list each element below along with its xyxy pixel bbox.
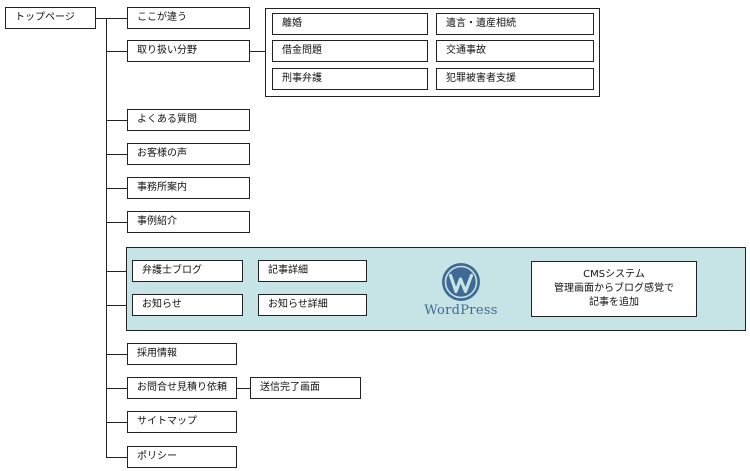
node-news-detail[interactable]: お知らせ詳細 xyxy=(258,294,367,316)
connector-contact xyxy=(106,388,127,389)
node-sitemap[interactable]: サイトマップ xyxy=(127,411,237,433)
area-item[interactable]: 借金問題 xyxy=(272,40,428,62)
connector-faq xyxy=(106,120,127,121)
cms-note: CMSシステム 管理画面からブログ感覚で 記事を追加 xyxy=(531,261,697,317)
connector-policy xyxy=(106,457,127,458)
connector-news xyxy=(106,305,132,306)
node-office[interactable]: 事務所案内 xyxy=(127,177,250,199)
node-contact-complete[interactable]: 送信完了画面 xyxy=(250,377,361,399)
connector-recruit xyxy=(106,354,127,355)
wordpress-wordmark: WordPress xyxy=(424,303,498,318)
area-item[interactable]: 遺言・遺産相続 xyxy=(436,13,594,35)
connector-contact-complete xyxy=(237,388,250,389)
node-practice-areas[interactable]: 取り扱い分野 xyxy=(127,40,250,62)
wordpress-logo: WordPress xyxy=(413,262,509,318)
node-faq[interactable]: よくある質問 xyxy=(127,109,250,131)
connector-root xyxy=(96,18,127,19)
cms-note-line: CMSシステム xyxy=(583,269,645,280)
connector-cases xyxy=(106,222,127,223)
cms-note-line: 記事を追加 xyxy=(589,297,639,308)
node-policy[interactable]: ポリシー xyxy=(127,446,237,468)
connector-blog xyxy=(106,271,132,272)
connector-office xyxy=(106,188,127,189)
node-difference[interactable]: ここが違う xyxy=(127,7,250,29)
connector-testimonials xyxy=(106,154,127,155)
cms-note-line: 管理画面からブログ感覚で xyxy=(554,283,674,294)
node-recruit[interactable]: 採用情報 xyxy=(127,343,237,365)
node-cases[interactable]: 事例紹介 xyxy=(127,211,250,233)
node-testimonials[interactable]: お客様の声 xyxy=(127,143,250,165)
connector-sitemap xyxy=(106,422,127,423)
area-item[interactable]: 犯罪被害者支援 xyxy=(436,68,594,90)
node-lawyer-blog[interactable]: 弁護士ブログ xyxy=(132,260,243,282)
trunk-line xyxy=(106,18,107,457)
node-news[interactable]: お知らせ xyxy=(132,294,243,316)
node-blog-detail[interactable]: 記事詳細 xyxy=(258,260,367,282)
area-item[interactable]: 離婚 xyxy=(272,13,428,35)
area-item[interactable]: 交通事故 xyxy=(436,40,594,62)
root-node[interactable]: トップページ xyxy=(5,7,96,29)
connector-areas-panel xyxy=(250,51,265,52)
node-contact[interactable]: お問合せ見積り依頼 xyxy=(127,377,237,399)
area-item[interactable]: 刑事弁護 xyxy=(272,68,428,90)
connector-areas xyxy=(106,51,127,52)
wordpress-icon xyxy=(442,263,480,301)
